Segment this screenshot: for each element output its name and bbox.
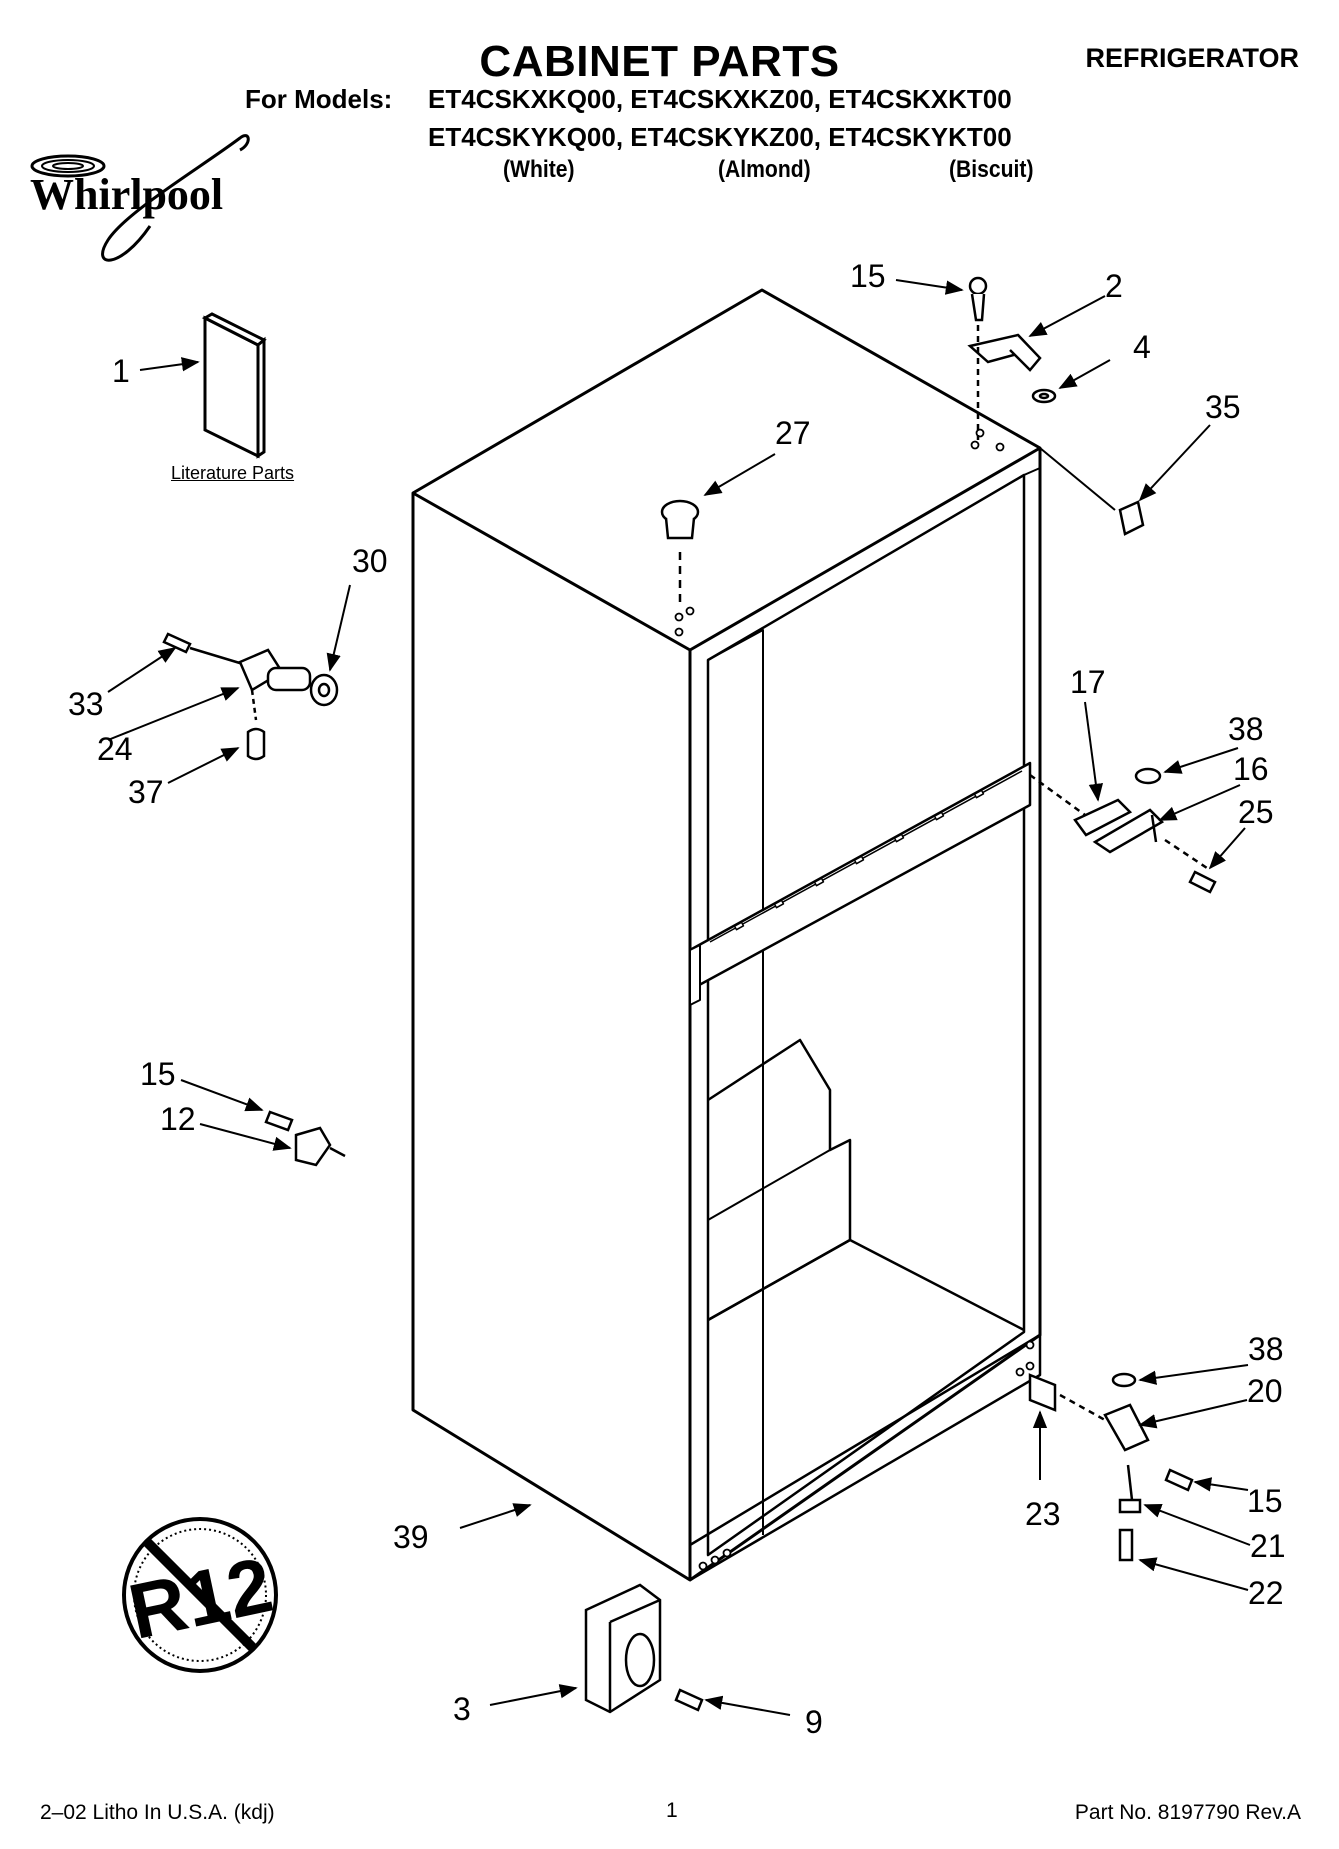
callout-numbers: 15 2 4 35 1 27 30 33 24 37 17 38 16 25 1… bbox=[68, 258, 1286, 1740]
callout-37-spacer: 37 bbox=[128, 774, 164, 810]
color-biscuit-label: (Biscuit) bbox=[949, 156, 1034, 183]
callout-leaders bbox=[107, 279, 1251, 1716]
models-line-2: ET4CSKYKQ00, ET4CSKYKZ00, ET4CSKYKT00 bbox=[428, 122, 1012, 152]
callout-23-shim-plate: 23 bbox=[1025, 1496, 1061, 1532]
models-line-1: ET4CSKXKQ00, ET4CSKXKZ00, ET4CSKXKT00 bbox=[428, 84, 1012, 114]
hinge-cover bbox=[1039, 447, 1145, 536]
color-almond-label: (Almond) bbox=[718, 156, 811, 183]
callout-15-bottom-bolt: 15 bbox=[1247, 1483, 1283, 1519]
no-r12-symbol: R12 bbox=[121, 1517, 280, 1673]
callout-39-cabinet: 39 bbox=[393, 1519, 429, 1555]
callout-25-hinge-screw: 25 bbox=[1238, 794, 1274, 830]
footer-page-number: 1 bbox=[666, 1799, 678, 1822]
callout-38-upper-washer: 38 bbox=[1228, 711, 1264, 747]
page-title: CABINET PARTS bbox=[479, 37, 840, 86]
callout-9-bracket-screw: 9 bbox=[805, 1704, 823, 1740]
callout-21-hinge-pin: 21 bbox=[1250, 1528, 1286, 1564]
footer-litho: 2–02 Litho In U.S.A. (kdj) bbox=[40, 1801, 275, 1824]
callout-3-bracket: 3 bbox=[453, 1691, 471, 1727]
callout-20-bottom-hinge: 20 bbox=[1247, 1373, 1283, 1409]
callout-35-hinge-cover: 35 bbox=[1205, 389, 1241, 425]
refrigerator-cabinet bbox=[411, 288, 1042, 1582]
whirlpool-logo: Whirlpool bbox=[30, 134, 250, 262]
callout-4-washer: 4 bbox=[1133, 329, 1151, 365]
callout-24-handle: 24 bbox=[97, 731, 133, 767]
callout-30-handle-cap: 30 bbox=[352, 543, 388, 579]
callout-15-clip-screw: 15 bbox=[140, 1056, 176, 1092]
callout-38-lower-washer: 38 bbox=[1248, 1331, 1284, 1367]
plug-button bbox=[660, 499, 700, 605]
literature-booklet bbox=[201, 312, 267, 459]
bottom-bracket bbox=[584, 1583, 704, 1714]
handle-assembly bbox=[162, 632, 339, 761]
door-stop-clip bbox=[264, 1110, 346, 1167]
bottom-hinge-assembly bbox=[1028, 1372, 1194, 1562]
footer-part-number: Part No. 8197790 Rev.A bbox=[1074, 1801, 1301, 1824]
callout-1-literature: 1 bbox=[112, 353, 130, 389]
callout-33-screw: 33 bbox=[68, 686, 104, 722]
callout-2-top-hinge: 2 bbox=[1105, 268, 1123, 304]
callout-22-leveling-screw: 22 bbox=[1248, 1575, 1284, 1611]
center-hinge-assembly bbox=[1029, 767, 1217, 894]
models-label: For Models: bbox=[245, 84, 393, 114]
top-hinge-assembly bbox=[967, 276, 1057, 440]
literature-parts-label: Literature Parts bbox=[171, 463, 295, 483]
callout-12-clip: 12 bbox=[160, 1101, 196, 1137]
product-category: REFRIGERATOR bbox=[1085, 43, 1299, 73]
callout-27-plug-button: 27 bbox=[775, 415, 811, 451]
callout-15-top-bolt: 15 bbox=[850, 258, 886, 294]
whirlpool-wordmark: Whirlpool bbox=[30, 170, 223, 219]
callout-17-shim: 17 bbox=[1070, 664, 1106, 700]
color-white-label: (White) bbox=[503, 156, 575, 183]
callout-16-center-hinge: 16 bbox=[1233, 751, 1269, 787]
